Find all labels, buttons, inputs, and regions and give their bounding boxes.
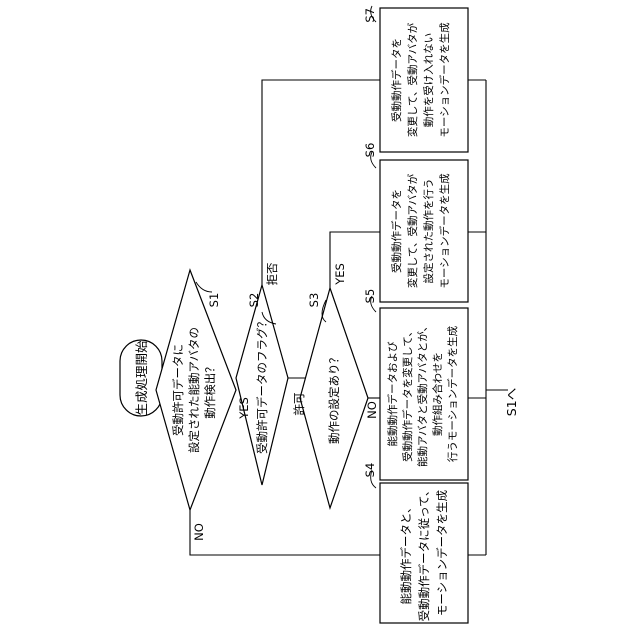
process-s7: 受動動作データを 変更して、受動アバタが 動作を受け入れない モーションデータを… [363, 6, 468, 152]
s3-line-1: 動作の設定あり？ [327, 352, 341, 444]
process-s5: 能動動作データおよび 受動動作データを変更して、 能動アバタと受動アバタとが、 … [363, 289, 468, 480]
branch-label-s1-yes: YES [237, 397, 251, 420]
s7-line-1: 受動動作データを [390, 38, 403, 122]
branch-label-s2-kyohi: 拒否 [265, 262, 279, 285]
s5-line-5: 行うモーションデータを生成 [446, 325, 459, 462]
process-s6: 受動動作データを 変更して、受動アバタが 設定された動作を行う モーションデータ… [363, 143, 468, 302]
s3-tag: S3 [307, 293, 321, 308]
s6-line-1: 受動動作データを [390, 189, 403, 273]
s1-line-2: 設定された能動アバタの [187, 327, 201, 453]
s1-line-1: 受動許可データに [171, 344, 185, 436]
decision-s2: 受動許可データのフラグ？ S2 [236, 285, 288, 485]
s5-line-2: 受動動作データを変更して、 [401, 326, 414, 462]
connector-s2-s7 [262, 80, 380, 285]
s2-line-1: 受動許可データのフラグ？ [255, 316, 269, 454]
s5-line-4: 動作組み合わせを [431, 352, 444, 436]
s5-line-3: 能動アバタと受動アバタとが、 [416, 321, 429, 467]
s1-line-3: 動作検出？ [203, 361, 217, 419]
s4-tag: S4 [363, 463, 377, 478]
s7-line-2: 変更して、受動アバタが [406, 22, 419, 137]
branch-label-s1-no: NO [192, 523, 206, 541]
s4-line-1: 能動動作データと、 [399, 501, 413, 604]
s5-line-1: 能動動作データおよび [386, 341, 399, 446]
s6-line-2: 変更して、受動アバタが [406, 173, 419, 288]
end-label: S1へ [504, 388, 519, 416]
s6-line-4: モーションデータを生成 [438, 173, 451, 289]
s7-line-4: モーションデータを生成 [438, 22, 451, 138]
s4-line-2: 受動動作データに従って、 [417, 485, 431, 622]
branch-label-s3-yes: YES [333, 263, 347, 286]
start-terminator: 生成処理開始 [120, 340, 162, 416]
process-s4: 能動動作データと、 受動動作データに従って、 モーションデータを生成 S4 [363, 463, 468, 623]
start-label: 生成処理開始 [134, 340, 149, 416]
s1-tag: S1 [207, 293, 221, 308]
s2-tag: S2 [247, 293, 261, 308]
s4-line-3: モーションデータを生成 [435, 489, 449, 616]
s7-tag: S7 [363, 8, 377, 23]
decision-s3: 動作の設定あり？ S3 [300, 288, 368, 508]
s7-line-3: 動作を受け入れない [422, 33, 435, 128]
decision-s1: 受動許可データに 設定された能動アバタの 動作検出？ S1 [156, 270, 236, 510]
branch-label-s2-kyoka: 許可 [292, 393, 306, 416]
s6-tag: S6 [363, 143, 377, 158]
branch-label-s3-no: NO [365, 401, 379, 419]
connector-s1-s4 [190, 510, 380, 555]
s5-tag: S5 [363, 289, 377, 304]
s6-line-3: 設定された動作を行う [422, 179, 435, 284]
